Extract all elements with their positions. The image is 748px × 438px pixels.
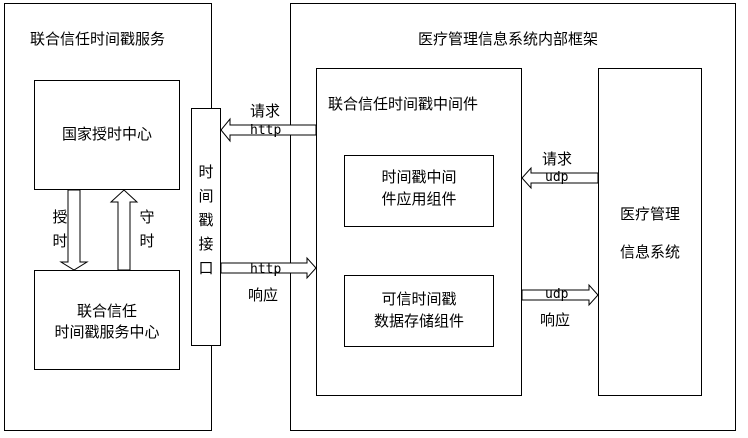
udp-response-label: 响应: [540, 311, 571, 329]
national-time-center-label: 国家授时中心: [61, 125, 152, 143]
udp-request-protocol-overlay: udp: [545, 170, 569, 185]
timestamp-interface-box: [191, 108, 221, 346]
storage-component-line2: 数据存储组件: [373, 312, 464, 330]
http-request-arrow: [220, 117, 317, 143]
timestamp-service-center-box: [34, 270, 180, 370]
app-component-line2: 件应用组件: [381, 190, 457, 208]
udp-request-label: 请求: [542, 150, 573, 168]
left-frame-title: 联合信任时间戳服务: [30, 30, 166, 48]
timekeeping-up-arrow: [109, 189, 139, 271]
timestamp-interface-label: 时间戳接口: [198, 163, 214, 277]
medical-system-line2: 信息系统: [619, 243, 680, 261]
storage-component-line1: 可信时间戳: [381, 290, 457, 308]
udp-request-arrow: [521, 166, 599, 190]
udp-response-protocol-overlay: udp: [545, 287, 569, 302]
http-response-protocol-overlay: http: [250, 262, 282, 277]
timestamp-service-center-line1: 联合信任: [76, 302, 137, 320]
medical-system-line1: 医疗管理: [619, 205, 680, 223]
http-response-label: 响应: [248, 286, 279, 304]
medical-system-box: [598, 68, 702, 396]
middleware-title: 联合信任时间戳中间件: [328, 95, 479, 113]
timekeeping-up-label: 守时: [139, 208, 155, 250]
http-request-label: 请求: [250, 102, 281, 120]
timing-down-label: 授时: [52, 208, 68, 250]
storage-component-box: [344, 275, 494, 347]
timing-down-arrow: [59, 189, 89, 271]
http-response-arrow: [220, 256, 317, 280]
right-frame-title: 医疗管理信息系统内部框架: [418, 30, 599, 48]
app-component-box: [344, 155, 494, 227]
http-request-protocol-overlay: http: [250, 123, 282, 138]
app-component-line1: 时间戳中间: [381, 168, 457, 186]
national-time-center-box: [34, 80, 180, 190]
timestamp-service-center-line2: 时间戳服务中心: [54, 323, 160, 341]
udp-response-arrow: [521, 283, 599, 307]
